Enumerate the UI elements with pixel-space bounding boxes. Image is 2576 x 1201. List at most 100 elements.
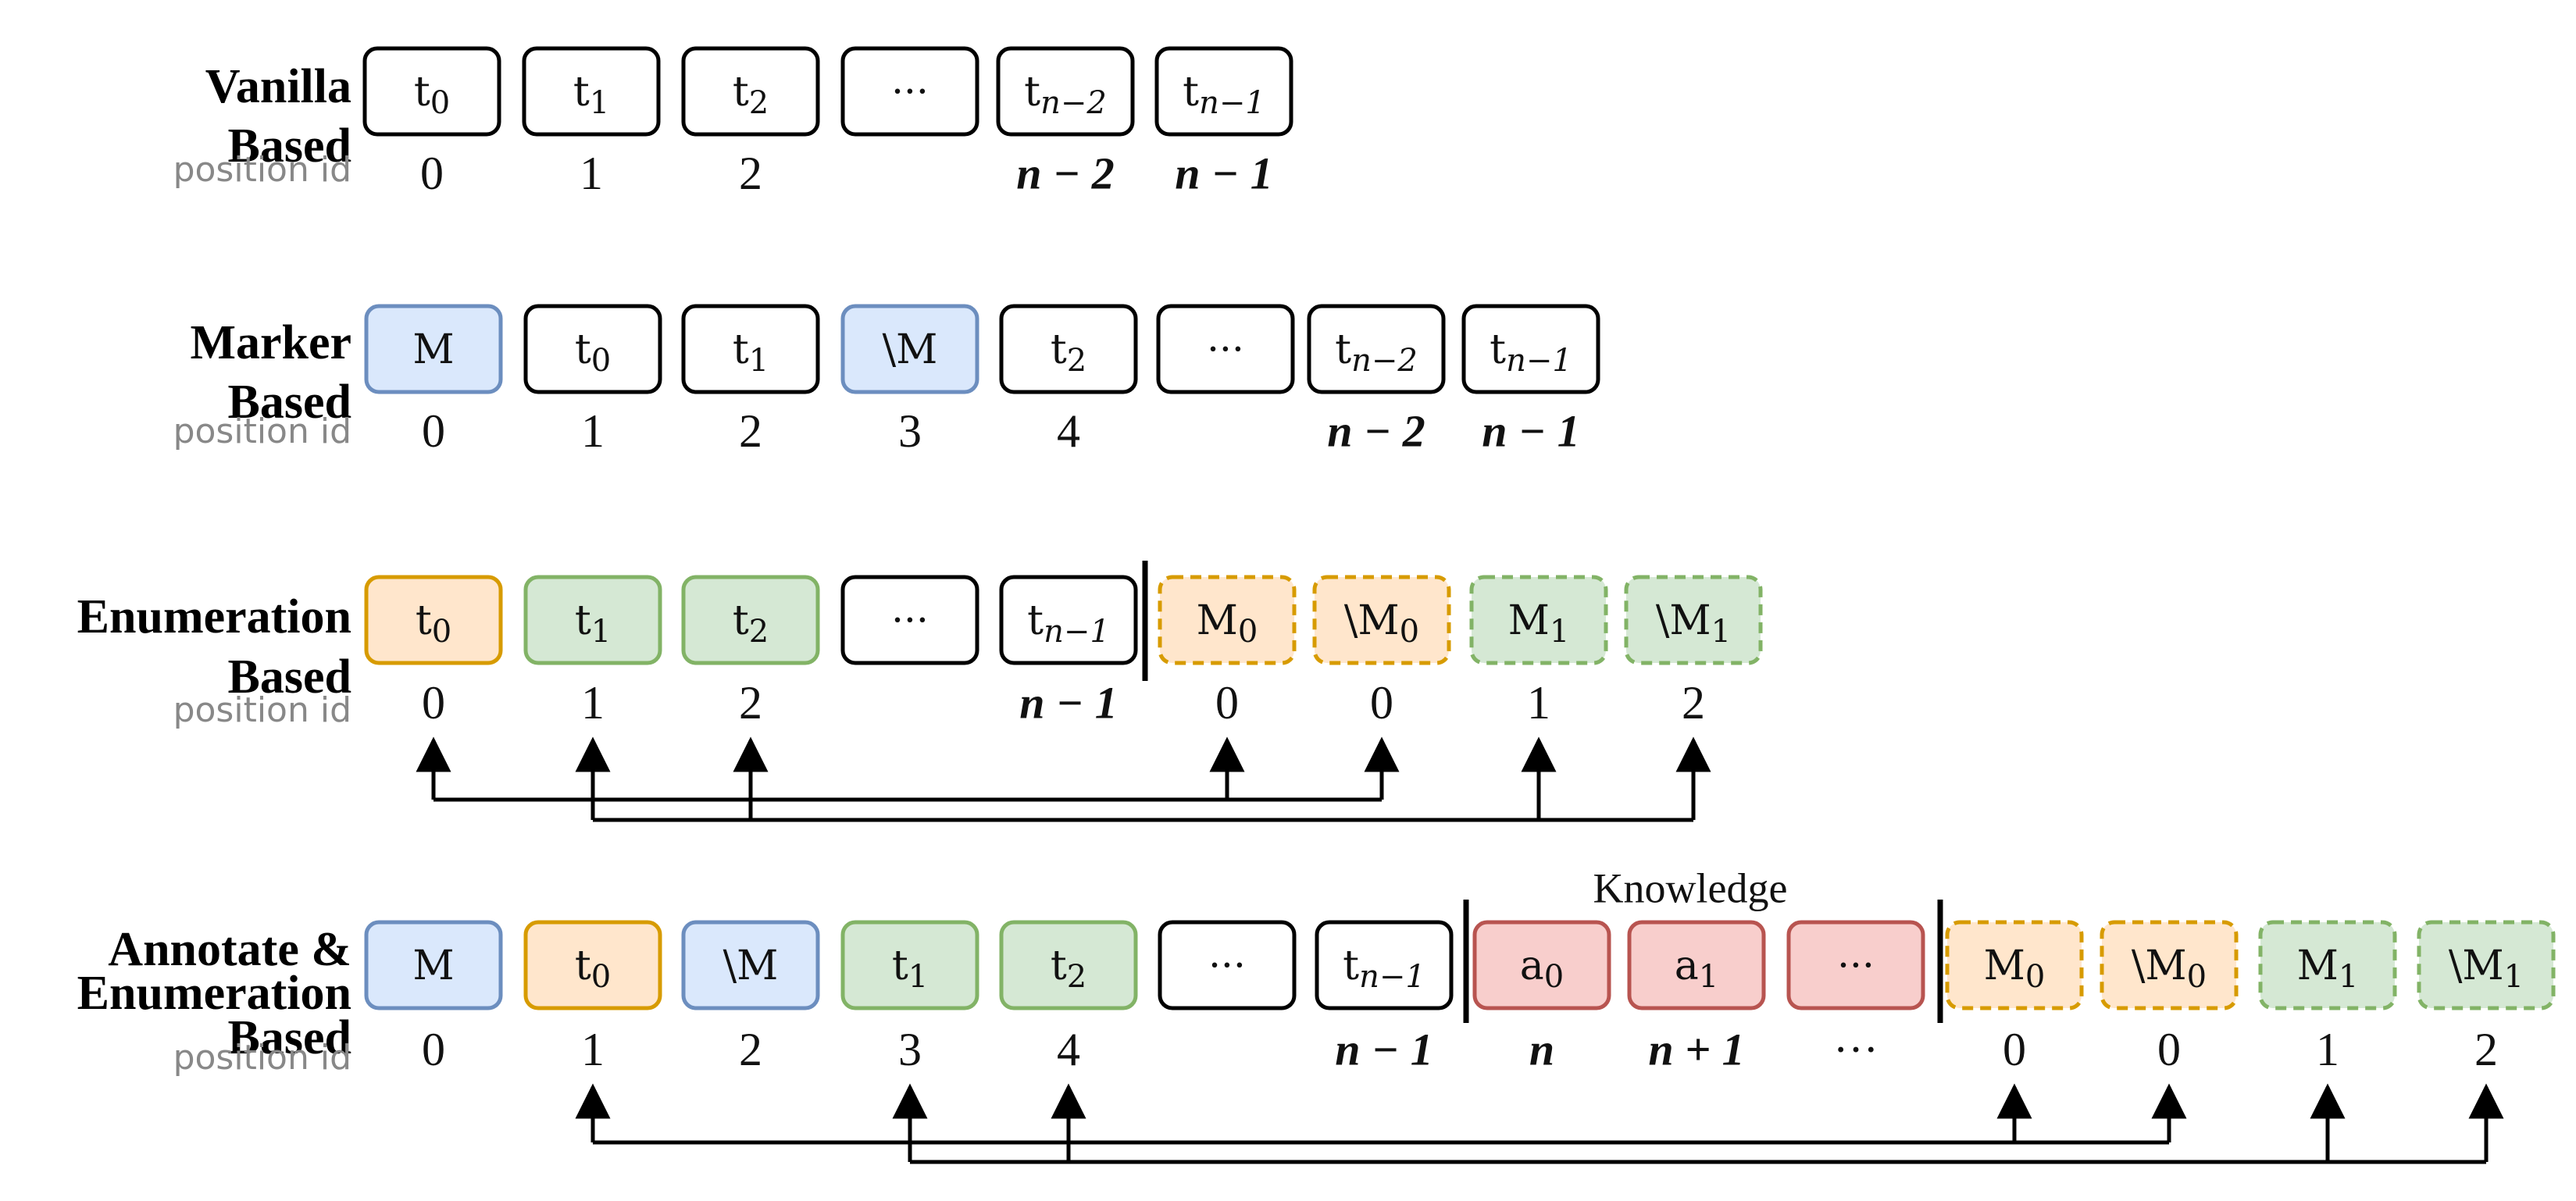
position-value: 2 xyxy=(2474,1024,2498,1075)
token-t-0: t01 xyxy=(523,304,662,457)
position-value: 2 xyxy=(1682,677,1705,729)
token-box xyxy=(1312,575,1451,665)
token-label: a1 xyxy=(1675,943,1718,996)
token-box xyxy=(1469,575,1608,665)
row-title-line: Vanilla xyxy=(205,60,351,113)
token-end-m: \M3 xyxy=(840,304,979,457)
position-value: n − 1 xyxy=(1175,148,1272,198)
token-box xyxy=(1307,304,1446,394)
token-box xyxy=(1945,920,2084,1010)
token-label: ··· xyxy=(891,597,929,643)
position-value: 0 xyxy=(1215,677,1239,729)
token-t-0: t00 xyxy=(364,575,503,729)
position-value: 1 xyxy=(581,405,605,457)
row-title-line: Annotate & xyxy=(108,923,351,976)
position-arrow-group xyxy=(892,1083,2504,1164)
token-label: \M xyxy=(723,943,779,989)
position-value: 2 xyxy=(739,148,762,199)
token-box xyxy=(1156,304,1295,394)
token-box xyxy=(523,575,662,665)
token-t-1: t12 xyxy=(681,304,820,457)
position-value: n − 1 xyxy=(1335,1024,1432,1074)
token-label: M0 xyxy=(1197,597,1258,650)
token-t-1: t1 3 xyxy=(840,920,979,1075)
position-id-label: position id xyxy=(173,1038,351,1078)
token-: ··· xyxy=(840,46,979,137)
token-a-1: a1 n + 1 xyxy=(1627,920,1766,1074)
row-title-line: Enumeration xyxy=(77,967,351,1020)
token-box xyxy=(1461,304,1600,394)
token-box xyxy=(1624,575,1763,665)
position-arrow-group xyxy=(575,1083,2187,1145)
token-box xyxy=(1315,920,1454,1010)
position-value: 3 xyxy=(898,1024,922,1075)
position-value: 4 xyxy=(1057,1024,1080,1075)
token-label: tn−1 xyxy=(1343,943,1425,996)
token-box xyxy=(1158,575,1297,665)
token-t-2: t22 xyxy=(681,46,820,199)
token-label: t2 xyxy=(1051,326,1086,380)
position-value: 0 xyxy=(2157,1024,2181,1075)
position-value: n + 1 xyxy=(1648,1024,1744,1074)
token-m-1: M11 xyxy=(2258,920,2397,1075)
position-value: n − 1 xyxy=(1019,677,1117,728)
token-box xyxy=(364,920,503,1010)
token-box xyxy=(362,46,501,137)
position-value: n − 1 xyxy=(1482,405,1579,456)
token-m-0: M0 0 xyxy=(1158,575,1297,729)
token-box xyxy=(999,920,1138,1010)
token-end-m-1: \M12 xyxy=(2417,920,2556,1075)
token-t-n-1: tn−1n − 1 xyxy=(1154,46,1293,198)
token-a-0: a0n xyxy=(1472,920,1611,1074)
token-t-2: t2 2 xyxy=(681,575,820,729)
position-arrow-group xyxy=(416,736,1400,802)
position-id-label: position id xyxy=(173,690,351,730)
token-label: tn−2 xyxy=(1335,326,1418,380)
token-label: t0 xyxy=(414,69,450,122)
token-label: t2 xyxy=(733,597,769,650)
token-box xyxy=(681,46,820,137)
token-m: M0 xyxy=(364,920,503,1075)
row-title-line: Based xyxy=(228,119,351,173)
token-label: a0 xyxy=(1520,943,1564,996)
token-label: t1 xyxy=(892,943,928,996)
token-box xyxy=(2258,920,2397,1010)
row-title-line: Marker xyxy=(190,316,351,369)
row-title-line: Based xyxy=(228,1011,351,1064)
token-label: \M0 xyxy=(2132,943,2207,996)
token-box xyxy=(1154,46,1293,137)
token-label: t1 xyxy=(733,326,769,380)
token-t-1: t11 xyxy=(523,575,662,729)
position-value: 2 xyxy=(739,677,762,729)
position-value: 2 xyxy=(739,405,762,457)
position-id-label: position id xyxy=(173,150,351,190)
position-value: 1 xyxy=(1527,677,1550,729)
position-value: 0 xyxy=(420,148,444,199)
token-end-m-0: \M00 xyxy=(1312,575,1451,729)
token-t-2: t24 xyxy=(999,920,1138,1075)
token-box xyxy=(681,575,820,665)
position-value: 0 xyxy=(1370,677,1393,729)
token-box xyxy=(1158,920,1297,1010)
token-label: ··· xyxy=(1208,943,1246,988)
position-value: 0 xyxy=(2003,1024,2026,1075)
token-end-m-0: \M0 0 xyxy=(2100,920,2239,1075)
token-box xyxy=(364,575,503,665)
token-label: t0 xyxy=(575,326,611,380)
token-: ··· xyxy=(840,575,979,665)
token-label: M1 xyxy=(1508,597,1570,650)
token-box xyxy=(681,304,820,394)
position-value: 4 xyxy=(1057,405,1080,457)
token-label: tn−1 xyxy=(1027,597,1110,650)
token-t-n-1: tn−1n − 1 xyxy=(1461,304,1600,456)
token-label: ··· xyxy=(1207,326,1244,372)
token-box xyxy=(840,920,979,1010)
token-label: t0 xyxy=(416,597,451,650)
token-t-0: t01 xyxy=(523,920,662,1075)
position-value: 1 xyxy=(581,1024,605,1075)
